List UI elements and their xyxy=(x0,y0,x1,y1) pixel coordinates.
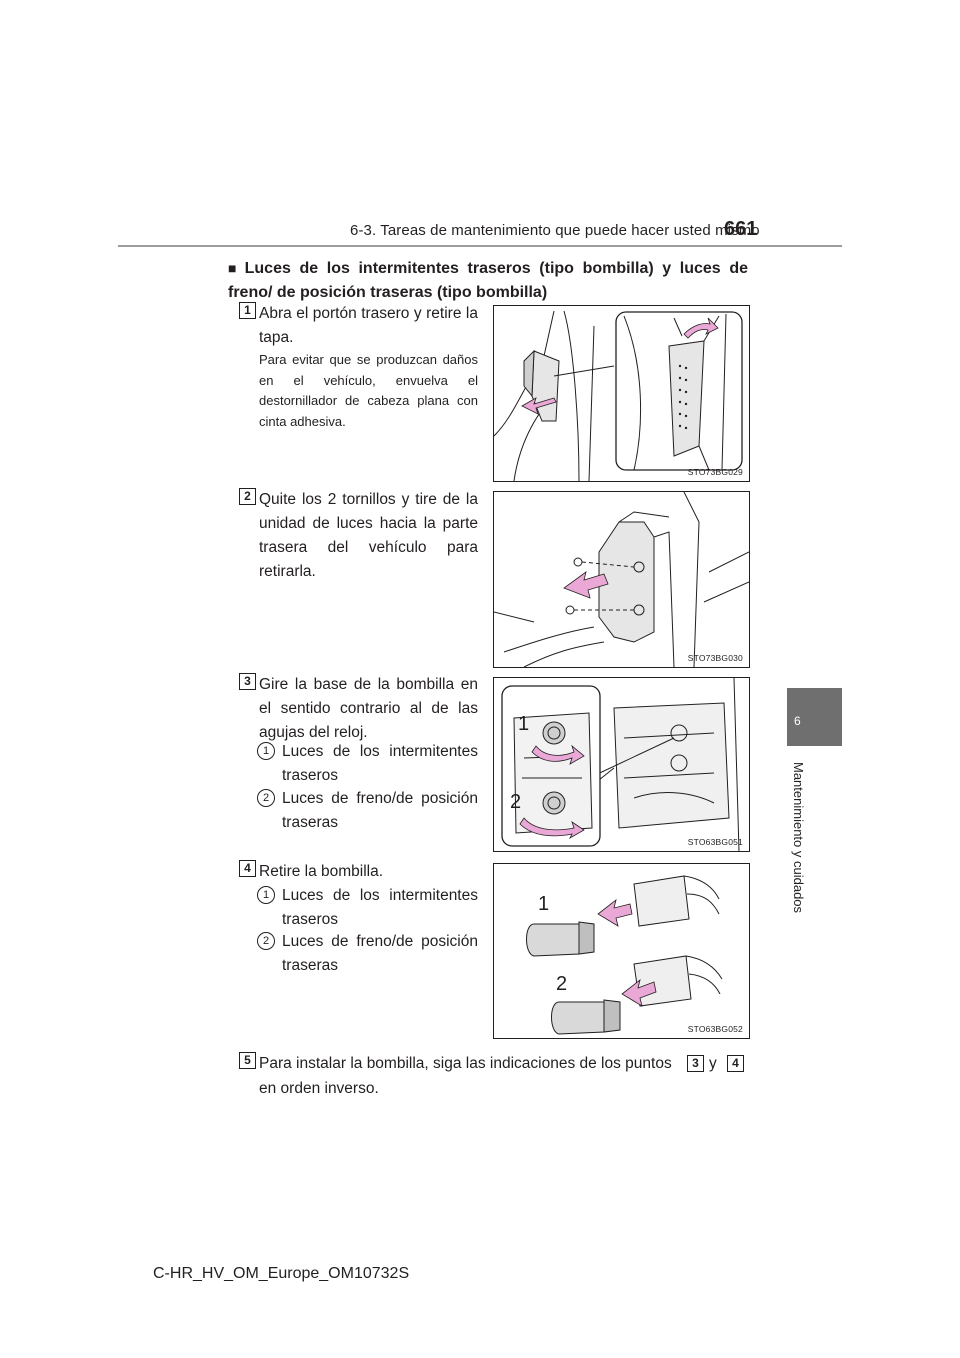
chapter-label-container: Mantenimiento y cuidados xyxy=(790,762,814,913)
figure-3-callout-1: 1 xyxy=(518,713,529,735)
header-divider xyxy=(118,245,842,247)
figure-step-2-drawing xyxy=(494,492,749,667)
step-badge-1: 1 xyxy=(239,302,256,319)
figure-step-1: STO73BG029 xyxy=(493,305,750,482)
step-3-item-2-label: Luces de freno/de posición traseras xyxy=(282,790,478,831)
step-5-text-after: en orden inverso. xyxy=(259,1080,379,1097)
figure-code-3: STO63BG051 xyxy=(687,837,743,847)
figure-step-4: 1 2 STO63BG052 xyxy=(493,863,750,1039)
figure-4-callout-2: 2 xyxy=(556,973,567,995)
chapter-tab xyxy=(787,688,842,746)
section-bullet: ■ xyxy=(228,260,241,276)
header-section-title: 6-3. Tareas de mantenimiento que puede h… xyxy=(350,222,760,239)
section-title: Luces de los intermitentes traseros (tip… xyxy=(228,260,748,301)
step-4-text: Retire la bombilla. xyxy=(259,863,384,880)
step-1-text: Abra el portón trasero y retire la tapa. xyxy=(259,305,478,346)
step-3-item-1-marker: 1 xyxy=(257,742,275,760)
figure-code-1: STO73BG029 xyxy=(687,467,743,477)
figure-step-4-drawing: 1 2 xyxy=(526,875,723,1035)
step-5-text-before: Para instalar la bombilla, siga las indi… xyxy=(259,1055,672,1072)
step-4-item-2-label: Luces de freno/de posición traseras xyxy=(282,933,478,974)
figure-code-4: STO63BG052 xyxy=(687,1024,743,1034)
figure-step-1-drawing xyxy=(494,310,743,481)
figure-step-3: 1 2 STO63BG051 xyxy=(493,677,750,852)
step-badge-5: 5 xyxy=(239,1052,256,1069)
step-5-ref-b: 4 xyxy=(727,1055,744,1072)
chapter-label: Mantenimiento y cuidados xyxy=(791,762,806,914)
figure-step-3-drawing: 1 2 xyxy=(501,678,740,851)
step-4-item-2-marker: 2 xyxy=(257,932,275,950)
section-heading: ■Luces de los intermitentes traseros (ti… xyxy=(228,256,748,305)
step-badge-3: 3 xyxy=(239,673,256,690)
step-2-text: Quite los 2 tornillos y tire de la unida… xyxy=(259,491,478,580)
step-5-conj: y xyxy=(709,1055,717,1072)
step-4-item-1-marker: 1 xyxy=(257,886,275,904)
step-badge-2: 2 xyxy=(239,488,256,505)
figure-4-callout-1: 1 xyxy=(538,893,549,915)
figure-code-2: STO73BG030 xyxy=(687,653,743,663)
figure-3-callout-2: 2 xyxy=(510,791,521,813)
figure-step-2: STO73BG030 xyxy=(493,491,750,668)
chapter-number: 6 xyxy=(794,714,801,728)
step-1-note: Para evitar que se produzcan daños en el… xyxy=(259,352,478,429)
step-4-item-1-label: Luces de los intermitentes traseros xyxy=(282,887,478,928)
manual-code: C-HR_HV_OM_Europe_OM10732S xyxy=(153,1265,410,1282)
step-3-item-1-label: Luces de los intermitentes traseros xyxy=(282,743,478,784)
page-number: 661 xyxy=(724,218,758,240)
step-3-text: Gire la base de la bombilla en el sentid… xyxy=(259,676,478,741)
step-5-ref-a: 3 xyxy=(687,1055,704,1072)
step-3-item-2-marker: 2 xyxy=(257,789,275,807)
step-badge-4: 4 xyxy=(239,860,256,877)
